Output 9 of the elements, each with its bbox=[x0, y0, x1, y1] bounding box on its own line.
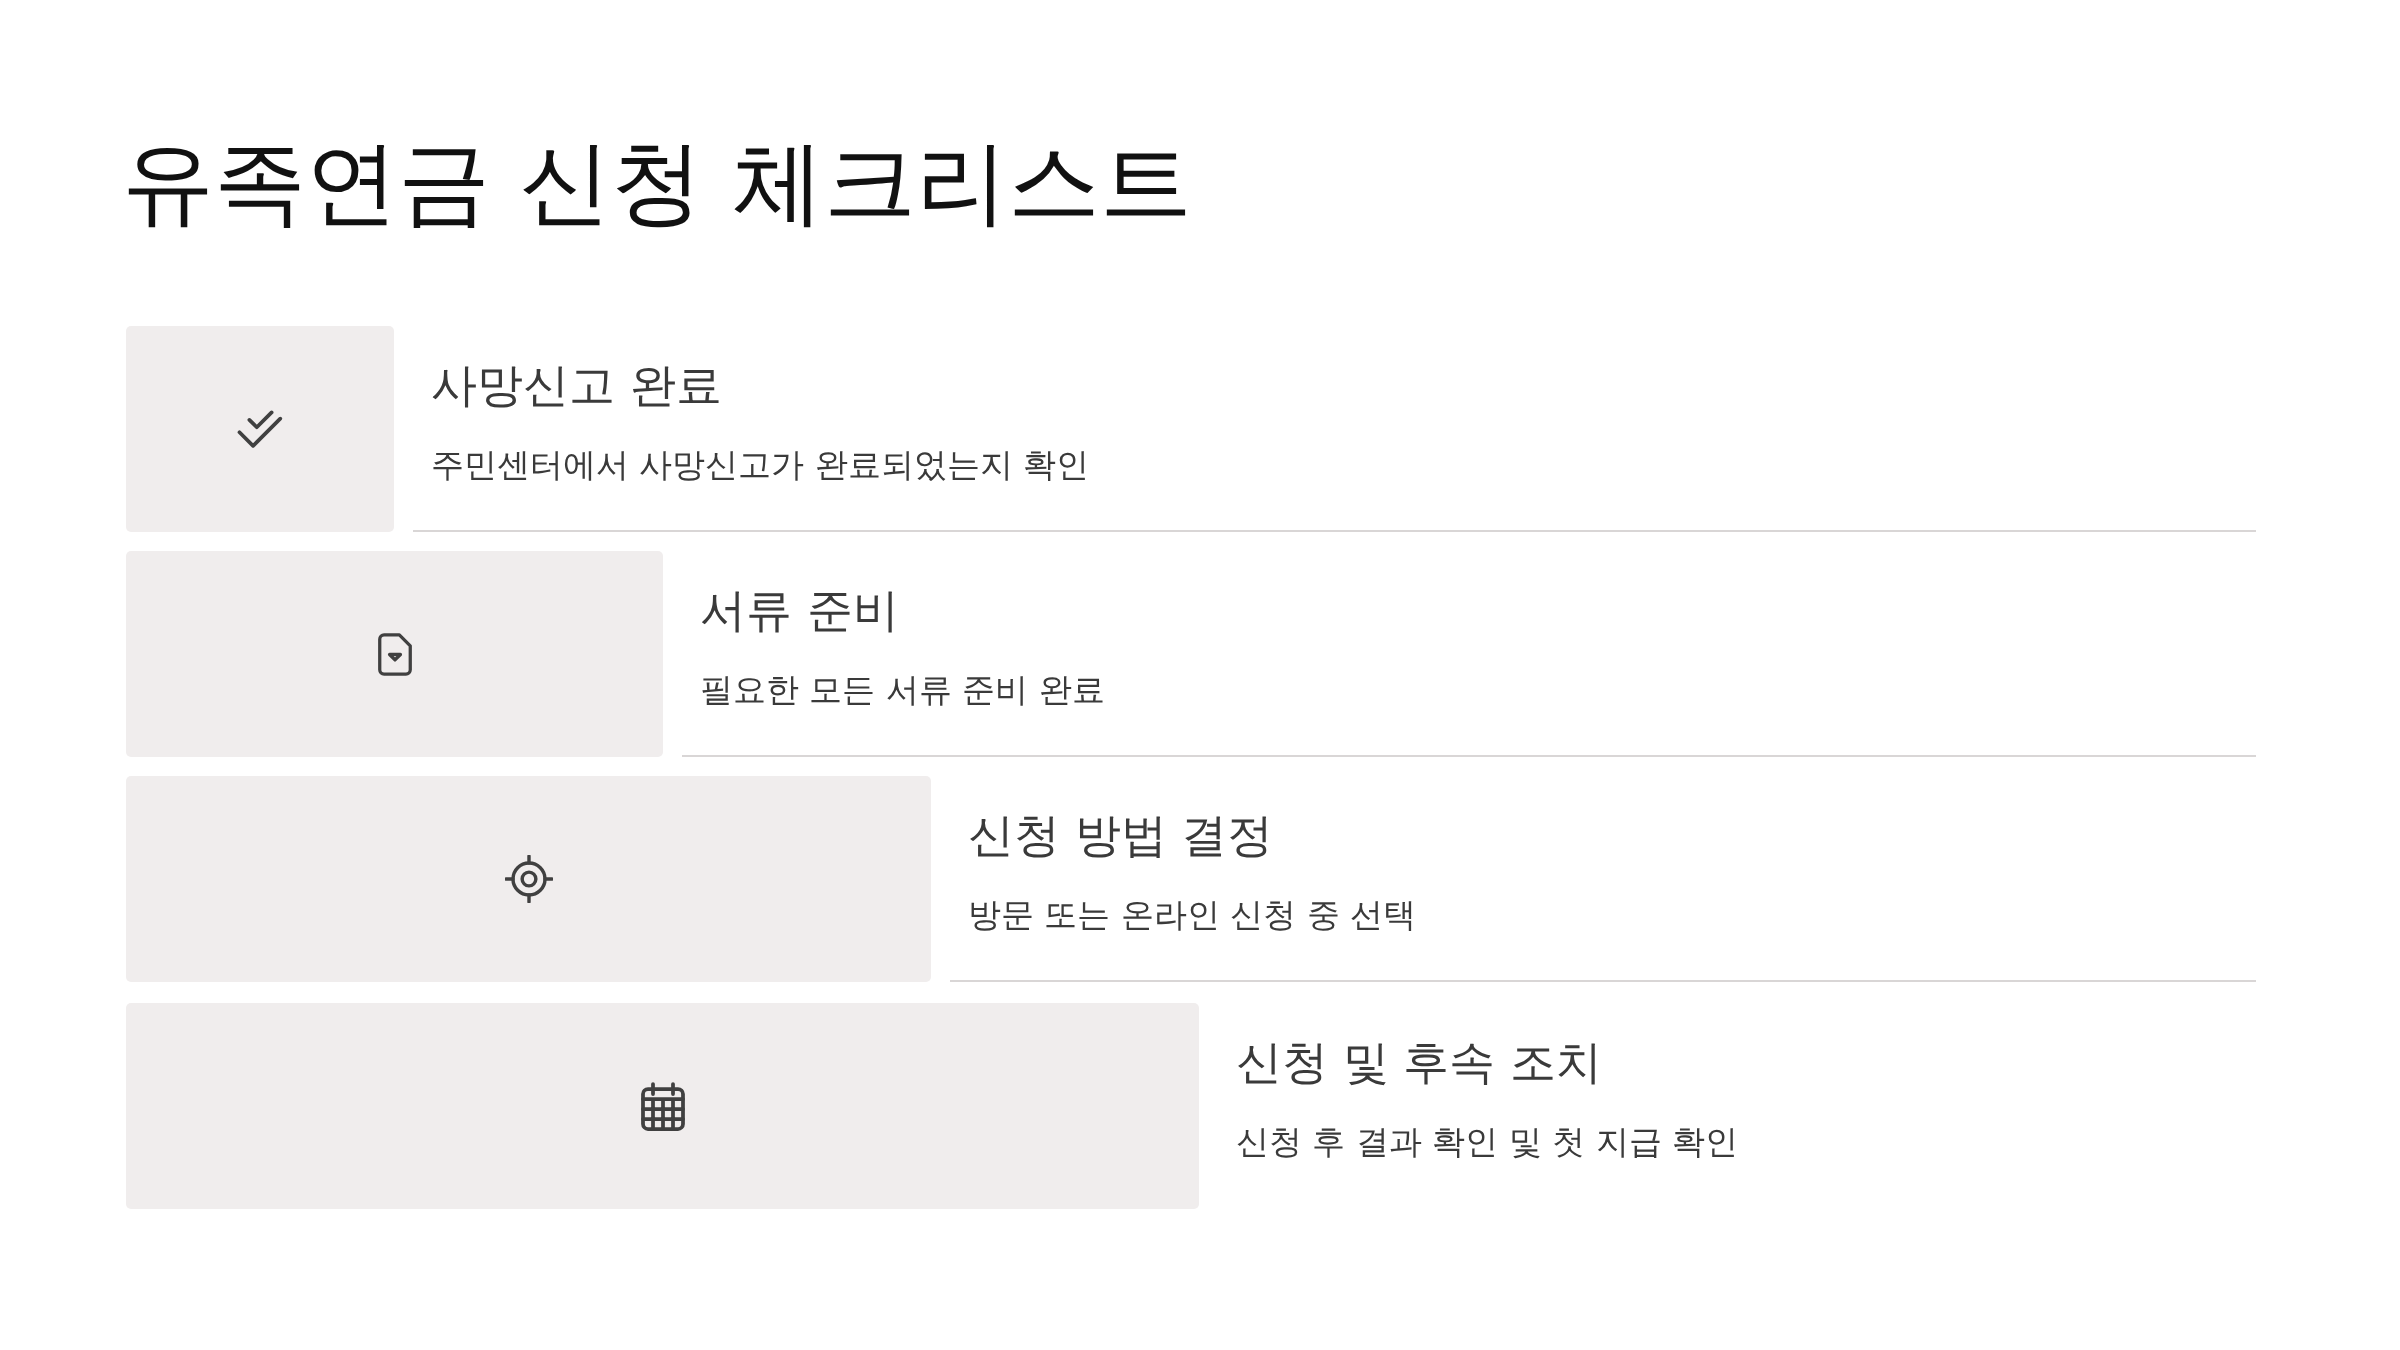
step-heading: 신청 및 후속 조치 bbox=[1236, 1035, 1602, 1091]
step-heading: 서류 준비 bbox=[700, 583, 899, 639]
step-description: 주민센터에서 사망신고가 완료되었는지 확인 bbox=[431, 445, 1090, 485]
step-heading: 신청 방법 결정 bbox=[968, 808, 1274, 864]
step-description: 신청 후 결과 확인 및 첫 지급 확인 bbox=[1236, 1122, 1739, 1162]
step-description: 방문 또는 온라인 신청 중 선택 bbox=[968, 895, 1417, 935]
step-heading: 사망신고 완료 bbox=[431, 358, 722, 414]
step-description: 필요한 모든 서류 준비 완료 bbox=[700, 670, 1105, 710]
page-title: 유족연금 신청 체크리스트 bbox=[122, 132, 1193, 234]
